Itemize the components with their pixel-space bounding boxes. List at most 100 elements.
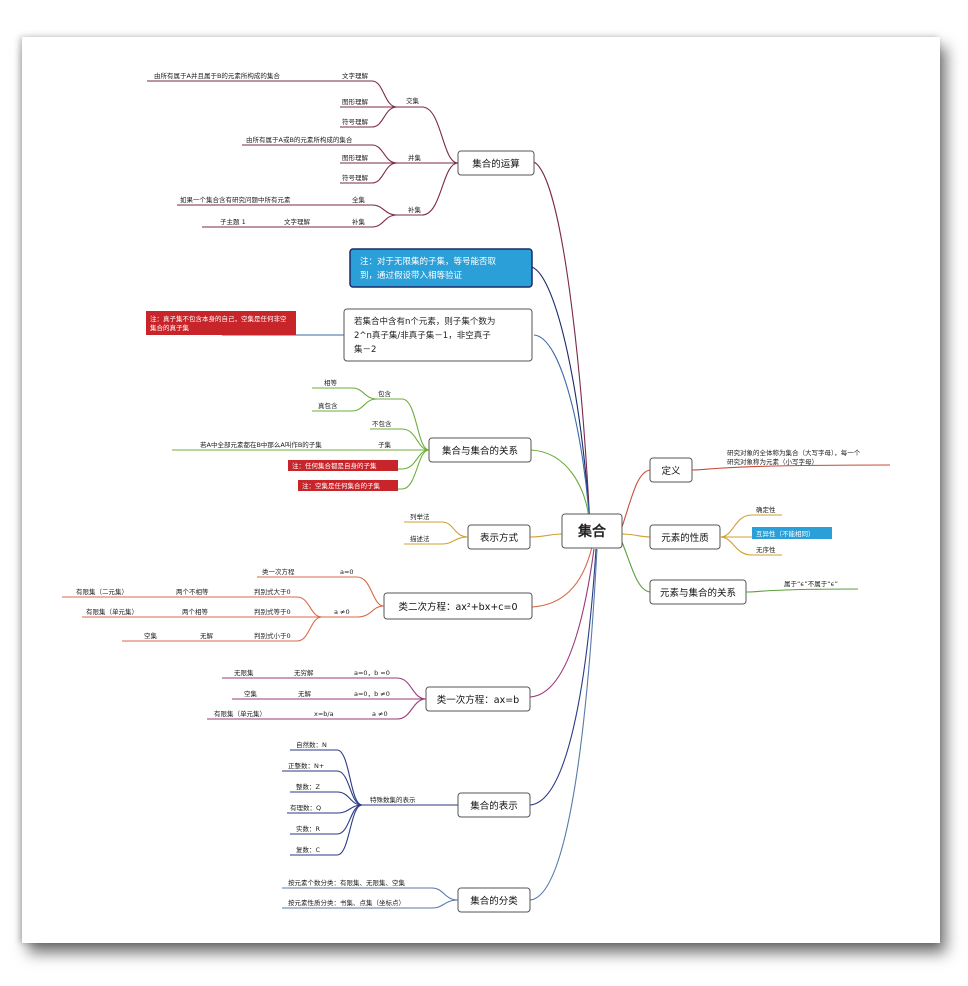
definition-title: 定义 bbox=[661, 465, 681, 477]
quad-row1-mid: 两个不相等 bbox=[176, 587, 209, 596]
linear-row3-mid: x=b/a bbox=[314, 710, 334, 718]
red-note-box bbox=[146, 311, 296, 335]
element-relation-title: 元素与集合的关系 bbox=[660, 587, 736, 599]
proper-label: 真包含 bbox=[318, 401, 338, 410]
linear-row1-right: a=0，b =0 bbox=[354, 669, 390, 677]
quad-row3-right: 判别式小于0 bbox=[254, 631, 291, 640]
universal-label: 全集 bbox=[352, 195, 366, 204]
linear-row2-right: a=0，b ≠0 bbox=[354, 690, 390, 698]
quad-row2-left: 有限集（单元集） bbox=[86, 607, 138, 616]
union-label: 并集 bbox=[408, 153, 422, 162]
universal-text: 如果一个集合含有研究问题中所有元素 bbox=[180, 195, 291, 204]
notation-branch-label: 特殊数集的表示 bbox=[370, 795, 416, 804]
complement-comp: 补集 bbox=[352, 217, 366, 226]
quad-row1-right: 判别式大于0 bbox=[254, 587, 291, 596]
red-note-line2: 集合的真子集 bbox=[150, 323, 190, 332]
quad-row3-left: 空集 bbox=[144, 631, 158, 640]
mindmap-frame: 集合 定义 研究对象的全体称为集合（大写字母），每一个 研究对象称为元素（小写字… bbox=[22, 37, 940, 943]
linear-row2-mid: 无解 bbox=[298, 689, 312, 698]
intersection-label: 交集 bbox=[406, 96, 420, 105]
property-2: 互异性（不能相同） bbox=[756, 529, 815, 538]
complement-label: 补集 bbox=[408, 205, 422, 214]
linear-row1-mid: 无穷解 bbox=[294, 668, 314, 677]
element-relation-branch: 元素与集合的关系 属于“ϵ”不属于“ϵ” bbox=[649, 579, 859, 605]
linear-title: 类一次方程：ax=b bbox=[437, 694, 519, 706]
subset-count-line3: 集－2 bbox=[354, 344, 376, 355]
intersection-words: 文字理解 bbox=[342, 71, 369, 80]
property-3: 无序性 bbox=[756, 545, 776, 554]
classification-item1: 按元素个数分类：有限集、无限集、空集 bbox=[288, 878, 406, 887]
definition-text1: 研究对象的全体称为集合（大写字母），每一个 bbox=[727, 448, 861, 457]
notation-branch: 集合的表示 特殊数集的表示 自然数：N 正整数：N+ 整数：Z 有理数：Q 实数… bbox=[282, 740, 531, 856]
relation-note1-box bbox=[288, 460, 398, 471]
notation-item2: 正整数：N+ bbox=[288, 761, 324, 770]
definition-branch: 定义 研究对象的全体称为集合（大写字母），每一个 研究对象称为元素（小写字母） bbox=[649, 448, 891, 483]
representation-title: 表示方式 bbox=[480, 532, 519, 544]
operations-branch: 集合的运算 交集 由所有属于A并且属于B的元素所构成的集合 文字理解 图形理解 … bbox=[147, 71, 535, 228]
subset-count-branch: 注：真子集不包含本身的自己，空集是任何非空 集合的真子集 若集合中含有n个元素，… bbox=[146, 308, 533, 362]
operations-title: 集合的运算 bbox=[472, 158, 520, 170]
classification-title: 集合的分类 bbox=[470, 895, 518, 907]
relation-note2: 注：空集是任何集合的子集 bbox=[302, 481, 381, 490]
union-text: 由所有属于A或B的元素所构成的集合 bbox=[246, 135, 353, 144]
subset-count-line1: 若集合中含有n个元素，则子集个数为 bbox=[354, 316, 495, 327]
quadratic-title: 类二次方程：ax²+bx+c=0 bbox=[398, 601, 517, 613]
subset-count-node[interactable] bbox=[343, 308, 533, 362]
blue-note-line1: 注：对于无限集的子集，等号能否取 bbox=[360, 256, 497, 267]
complement-words: 文字理解 bbox=[284, 217, 311, 226]
linear-row1-left: 无限集 bbox=[234, 668, 254, 677]
properties-title: 元素的性质 bbox=[661, 532, 709, 544]
quad-row1-left: 有限集（二元集） bbox=[76, 587, 128, 596]
blue-note-box[interactable] bbox=[349, 248, 533, 288]
red-note-line1: 注：真子集不包含本身的自己，空集是任何非空 bbox=[150, 314, 287, 323]
not-contain-label: 不包含 bbox=[372, 419, 392, 428]
classification-branch: 集合的分类 按元素个数分类：有限集、无限集、空集 按元素性质分类：书集、点集（坐… bbox=[282, 878, 531, 913]
blue-note: 注：对于无限集的子集，等号能否取 到，通过假设带入相等验证 bbox=[349, 248, 533, 288]
notation-item3: 整数：Z bbox=[296, 782, 321, 791]
quad-row3-mid: 无解 bbox=[200, 631, 214, 640]
property-highlight bbox=[752, 527, 832, 539]
element-relation-text: 属于“ϵ”不属于“ϵ” bbox=[784, 580, 838, 588]
relation-note2-box bbox=[298, 480, 398, 491]
contain-label: 包含 bbox=[378, 389, 392, 398]
quadratic-linear-case: 类一次方程 bbox=[262, 567, 295, 576]
center-connectors bbox=[529, 161, 651, 901]
center-label: 集合 bbox=[577, 523, 607, 540]
classification-item2: 按元素性质分类：书集、点集（坐标点） bbox=[288, 898, 405, 907]
quadratic-aneq: a ≠0 bbox=[334, 608, 350, 616]
set-relation-branch: 集合与集合的关系 包含 相等 真包含 不包含 子集 若A中全部元素都在B中那么A… bbox=[172, 378, 532, 491]
notation-title: 集合的表示 bbox=[470, 800, 518, 812]
subset-text: 若A中全部元素都在B中那么A叫作B的子集 bbox=[200, 440, 322, 449]
quad-row2-right: 判别式等于0 bbox=[254, 607, 291, 616]
blue-note-line2: 到，通过假设带入相等验证 bbox=[360, 270, 463, 281]
set-relation-title: 集合与集合的关系 bbox=[442, 445, 518, 457]
subset-count-line2: 2^n真子集/非真子集－1，非空真子 bbox=[354, 330, 491, 341]
notation-item1: 自然数：N bbox=[296, 740, 327, 749]
subset-label: 子集 bbox=[378, 440, 392, 449]
intersection-text: 由所有属于A并且属于B的元素所构成的集合 bbox=[154, 71, 280, 80]
linear-row3-right: a ≠0 bbox=[372, 710, 388, 718]
property-1: 确定性 bbox=[756, 505, 776, 514]
intersection-graph: 图形理解 bbox=[342, 97, 369, 106]
representation-branch: 表示方式 列举法 描述法 bbox=[404, 512, 531, 550]
union-symbol: 符号理解 bbox=[342, 173, 369, 182]
notation-item5: 实数：R bbox=[296, 824, 321, 833]
properties-branch: 元素的性质 确定性 互异性（不能相同） 无序性 bbox=[649, 505, 832, 556]
equal-label: 相等 bbox=[324, 378, 338, 387]
linear-branch: 类一次方程：ax=b 无限集 无穷解 a=0，b =0 空集 无解 a=0，b … bbox=[207, 668, 531, 720]
notation-item6: 复数：C bbox=[296, 845, 321, 854]
relation-note1: 注：任何集合都是自身的子集 bbox=[292, 461, 377, 470]
representation-item2: 描述法 bbox=[410, 534, 430, 543]
quadratic-branch: 类二次方程：ax²+bx+c=0 类一次方程 a=0 a ≠0 有限集（二元集）… bbox=[62, 567, 533, 642]
notation-item4: 有理数：Q bbox=[290, 803, 321, 812]
center-node[interactable] bbox=[561, 513, 623, 549]
union-graph: 图形理解 bbox=[342, 153, 369, 162]
intersection-symbol: 符号理解 bbox=[342, 117, 369, 126]
linear-row2-left: 空集 bbox=[244, 689, 258, 698]
representation-item1: 列举法 bbox=[410, 512, 430, 521]
linear-row3-left: 有限集（单元集） bbox=[214, 709, 266, 718]
complement-sub: 子主题 1 bbox=[220, 217, 246, 226]
definition-text2: 研究对象称为元素（小写字母） bbox=[727, 457, 818, 466]
quad-row2-mid: 两个相等 bbox=[182, 607, 209, 616]
quadratic-a0: a=0 bbox=[340, 568, 354, 576]
